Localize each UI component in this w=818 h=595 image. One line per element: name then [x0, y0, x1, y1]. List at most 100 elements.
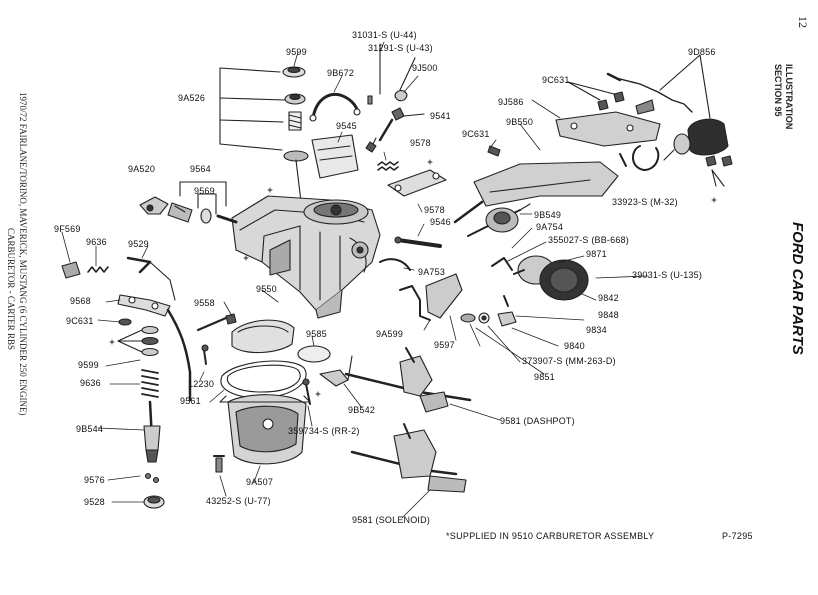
callout-9569: 9569 — [194, 186, 215, 196]
callout-9576: 9576 — [84, 475, 105, 485]
carburetor-body — [231, 195, 381, 319]
callout-12230: 12230 — [188, 379, 215, 389]
clamp-33923 — [619, 145, 660, 171]
left-small-parts — [61, 256, 152, 279]
callout-9B544: 9B544 — [76, 424, 104, 434]
page-number: 12 — [796, 16, 810, 28]
callout-9A599: 9A599 — [376, 329, 404, 339]
plate-9B550 — [473, 161, 619, 207]
callout-355027-S: 355027-S (BB-668) — [548, 235, 629, 245]
small-linkage — [460, 295, 517, 327]
vehicle-caption: 1970/72 FAIRLANE/TORINO, MAVERICK, MUSTA… — [18, 92, 28, 416]
callout-9599-top: 9599 — [286, 47, 307, 57]
callout-9J500: 9J500 — [412, 63, 438, 73]
callout-39031-S: 39031-S (U-135) — [632, 270, 703, 280]
pump-spring — [141, 369, 159, 398]
callout-9B549: 9B549 — [534, 210, 562, 220]
callout-9834: 9834 — [586, 325, 607, 335]
callout-9851: 9851 — [534, 372, 555, 382]
leader-9A526 — [219, 67, 286, 151]
screw-43252 — [213, 455, 225, 473]
callout-359734-S: 359734-S (RR-2) — [288, 426, 360, 436]
part-9B544 — [143, 400, 161, 463]
callout-9848: 9848 — [598, 310, 619, 320]
part-9545 — [311, 134, 359, 179]
footnote: *SUPPLIED IN 9510 CARBURETOR ASSEMBLY — [446, 531, 655, 541]
dashpot-9581 — [344, 347, 472, 413]
callout-9545: 9545 — [336, 121, 357, 131]
callout-9A753: 9A753 — [418, 267, 446, 277]
callout-9A520: 9A520 — [128, 164, 156, 174]
callout-9636-left: 9636 — [80, 378, 101, 388]
callout-9B550: 9B550 — [506, 117, 534, 127]
carburetor-caption: CARBURETOR - CARTER RBS — [6, 228, 16, 351]
inlet-fittings — [139, 181, 238, 224]
electric-choke-9D856 — [606, 54, 729, 161]
nuts-9C631 — [567, 81, 655, 115]
callout-31291-S: 31291-S (U-43) — [368, 43, 433, 53]
callout-9A507: 9A507 — [246, 477, 274, 487]
callout-9B672: 9B672 — [327, 68, 355, 78]
callout-9581-solenoid: 9581 (SOLENOID) — [352, 515, 431, 525]
part-9568 — [117, 261, 192, 402]
callout-9529: 9529 — [128, 239, 149, 249]
part-9558 — [196, 313, 237, 332]
part-9B672 — [309, 92, 361, 122]
callout-9840: 9840 — [564, 341, 585, 351]
callout-9546: 9546 — [430, 217, 451, 227]
part-12230 — [201, 344, 209, 365]
pump-link — [387, 169, 484, 224]
callout-9A754: 9A754 — [536, 222, 564, 232]
callout-9871: 9871 — [586, 249, 607, 259]
callout-9581-dashpot: 9581 (DASHPOT) — [500, 416, 575, 426]
rods-center — [379, 258, 463, 321]
part-9541 — [378, 107, 425, 142]
asterisk-marks — [109, 159, 717, 397]
part-9550 — [231, 319, 295, 354]
part-9585 — [297, 345, 331, 363]
callout-9564: 9564 — [190, 164, 211, 174]
washers-left — [117, 318, 159, 357]
callout-9597: 9597 — [434, 340, 455, 350]
small-screws-top — [365, 43, 416, 153]
pump-check-stack — [282, 66, 309, 211]
callout-9528: 9528 — [84, 497, 105, 507]
callout-9636-top: 9636 — [86, 237, 107, 247]
solenoid-9581 — [350, 423, 467, 493]
callout-9550: 9550 — [256, 284, 277, 294]
callout-9D856: 9D856 — [688, 47, 716, 57]
screws-right — [705, 155, 733, 187]
brand-title: FORD CAR PARTS — [789, 222, 806, 355]
callout-9568: 9568 — [70, 296, 91, 306]
leader-lines — [61, 41, 649, 519]
gasket-9561 — [220, 360, 307, 399]
callout-9C631-right: 9C631 — [542, 75, 570, 85]
callout-9B542: 9B542 — [348, 405, 376, 415]
callout-9599-left: 9599 — [78, 360, 99, 370]
bracket-9J586 — [555, 111, 661, 147]
part-9C631-top — [487, 145, 501, 157]
springs-9578 — [377, 161, 399, 171]
callout-43252-S: 43252-S (U-77) — [206, 496, 271, 506]
choke-housing-9B549 — [467, 203, 531, 237]
callout-9541: 9541 — [430, 111, 451, 121]
callout-9561: 9561 — [180, 396, 201, 406]
callout-9578-top: 9578 — [410, 138, 431, 148]
callout-33923-S: 33923-S (M-32) — [612, 197, 678, 207]
callout-9J586: 9J586 — [498, 97, 524, 107]
callout-9578-mid: 9578 — [424, 205, 445, 215]
shaft-9546 — [394, 236, 442, 248]
callout-9C631-mid: 9C631 — [462, 129, 490, 139]
callout-9558: 9558 — [194, 298, 215, 308]
callout-9585: 9585 — [306, 329, 327, 339]
screw-359734 — [302, 355, 353, 405]
section-heading: ILLUSTRATION SECTION 95 — [773, 64, 794, 130]
choke-cover-9871 — [491, 255, 589, 301]
float-bowl-9A507 — [219, 394, 311, 465]
callout-9A526: 9A526 — [178, 93, 206, 103]
callout-373907-S: 373907-S (MM-263-D) — [522, 356, 616, 366]
callout-31031-S: 31031-S (U-44) — [352, 30, 417, 40]
callout-9842: 9842 — [598, 293, 619, 303]
